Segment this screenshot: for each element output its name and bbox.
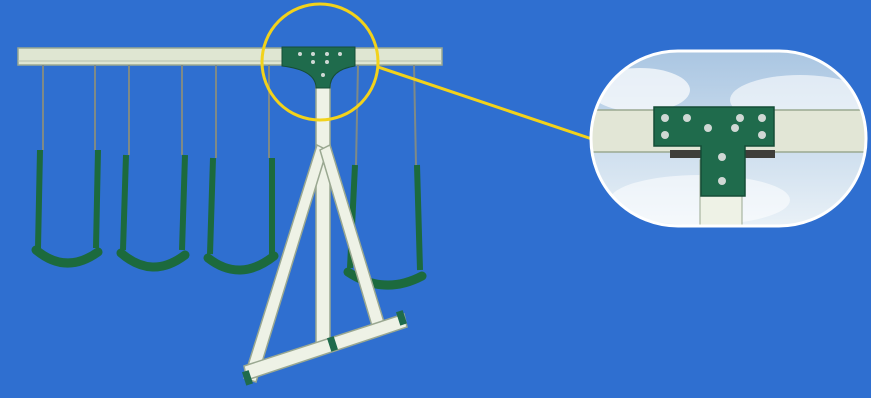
swing-3: [203, 65, 279, 275]
t-bracket: [281, 46, 356, 89]
a-frame: [241, 77, 408, 386]
swing-1: [31, 65, 103, 268]
detail-callout: [589, 49, 868, 228]
highlight-marker: [260, 2, 593, 141]
swing-2: [116, 65, 190, 272]
